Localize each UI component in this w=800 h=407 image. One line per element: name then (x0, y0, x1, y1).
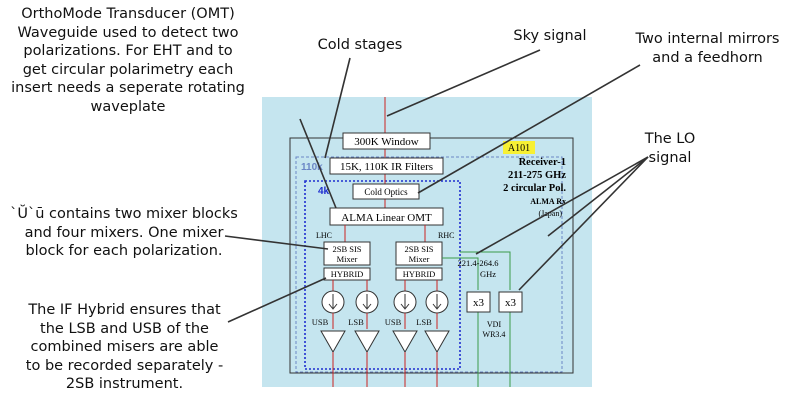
down-arrow-icon (432, 303, 442, 310)
hybrid-annotation-line: The IF Hybrid ensures that (28, 302, 221, 318)
badge-background (503, 141, 535, 154)
mixer-annotation-line: block for each polarization. (25, 243, 223, 259)
hybrid-annotation-line: combined misers are able (30, 339, 219, 355)
receiver-polarization: 2 circular Pol. (503, 183, 566, 194)
lo-frequency-line1: 221.4-264.6 (457, 258, 498, 268)
hybrid-annotation-line: the LSB and USB of the (40, 320, 209, 337)
leader-lo-2 (547, 156, 649, 237)
leader-mixer (224, 235, 329, 250)
receiver-sub: ALMA Rx (530, 197, 566, 206)
hybrid-annotation-line: 2SB instrument. (65, 376, 184, 392)
stage-4k (304, 180, 461, 370)
mixer-block-left: 2SB SIS Mixer (323, 241, 371, 266)
omt-annotation-line: OrthoMode Transducer (OMT) (21, 6, 235, 22)
filter-box (329, 157, 444, 175)
cold-stages-annotation: Cold stages (317, 37, 403, 53)
lhc-label: LHC (316, 231, 332, 240)
if-output-triangle (354, 330, 380, 354)
hybrid-label: HYBRID (331, 269, 364, 279)
vdi-label: VDI (487, 320, 502, 329)
multiplier-label: x3 (505, 297, 517, 309)
down-arrow-icon (328, 303, 338, 310)
omt-annotation-line: Waveguide used to detect two (17, 24, 239, 41)
if-output-triangle (424, 330, 450, 354)
filter-label: 15K, 110K IR Filters (340, 161, 433, 173)
lo-frequency-line2: GHz (480, 269, 496, 279)
leader-omt (299, 118, 337, 209)
leader-sky-signal (386, 49, 541, 117)
vdi-model: WR3.4 (483, 330, 506, 339)
receiver-name: Receiver-1 (519, 157, 566, 168)
omt-label: ALMA Linear OMT (341, 212, 432, 224)
mixer-label-line2: Mixer (409, 254, 430, 264)
leader-lines (224, 49, 649, 323)
if-output-triangle (320, 330, 346, 354)
usb-label: USB (312, 317, 329, 327)
down-arrow-icon (400, 303, 410, 310)
leader-mirrors (417, 64, 641, 194)
mixer-label-line1: 2SB SIS (404, 244, 433, 254)
down-arrow-icon (362, 303, 372, 310)
sky-signal-annotation: Sky signal (513, 28, 587, 44)
if-output-triangle (392, 330, 418, 354)
mirrors-annotation-line: and a feedhorn (652, 49, 763, 66)
window-label: 300K Window (354, 136, 418, 148)
cold-stage-tag: 4k (318, 186, 330, 197)
leader-hybrid (227, 277, 327, 323)
window-box (342, 132, 431, 150)
mirrors-annotation: Two internal mirrors and a feedhorn (620, 30, 795, 67)
receiver-band: 211-275 GHz (508, 170, 566, 181)
receiver-badge: A101 (508, 143, 530, 154)
hybrid-box-left (323, 267, 371, 281)
mixer-block-right: 2SB SIS Mixer (395, 241, 443, 266)
hybrid-label: HYBRID (403, 269, 436, 279)
receiver-origin: (Japan) (538, 209, 562, 218)
lo-path (460, 251, 511, 290)
stage-110k (295, 156, 563, 373)
rhc-label: RHC (438, 231, 454, 240)
mixer-label-line2: Mixer (337, 254, 358, 264)
leader-cold-stages (324, 57, 351, 159)
hybrid-annotation-line: to be recorded separately - (25, 357, 224, 374)
cold-optics-label: Cold Optics (364, 187, 408, 197)
omt-annotation: OrthoMode Transducer (OMT) Waveguide use… (0, 5, 256, 116)
leader-lo-3 (518, 156, 649, 291)
lo-annotation-line: The LO (644, 131, 696, 147)
lo-annotation-line: signal (648, 149, 692, 166)
mixer-annotation-line: and four mixers. One mixer (24, 224, 224, 241)
lsb-label: LSB (348, 317, 364, 327)
hybrid-box-right (395, 267, 443, 281)
hybrid-annotation: The IF Hybrid ensures that the LSB and U… (12, 301, 237, 394)
omt-annotation-line: waveplate (90, 98, 166, 115)
omt-annotation-line: get circular polarimetry each (22, 61, 234, 78)
if-chains: USB LSB USB LSB (312, 280, 450, 387)
omt-box (329, 207, 444, 226)
omt-annotation-line: polarizations. For EHT and to (23, 43, 233, 59)
mirrors-annotation-line: Two internal mirrors (635, 31, 780, 47)
filter-stage-tag: 110k (301, 162, 323, 173)
multiplier-box-2 (498, 291, 523, 313)
leader-lo-1 (475, 156, 649, 255)
mixer-annotation-line: `Ŭ`ū contains two mixer blocks (10, 206, 238, 222)
mixer-label-line1: 2SB SIS (332, 244, 361, 254)
usb-label: USB (385, 317, 402, 327)
multiplier-box-1 (466, 291, 491, 313)
cryostat-outline (289, 137, 574, 374)
mixer-annotation: `Ŭ`ū contains two mixer blocks and four … (4, 205, 244, 261)
lsb-label: LSB (416, 317, 432, 327)
lo-annotation: The LO signal (625, 130, 715, 167)
multiplier-label: x3 (473, 297, 485, 309)
lo-path (442, 257, 479, 290)
omt-annotation-line: insert needs a seperate rotating (11, 80, 245, 96)
